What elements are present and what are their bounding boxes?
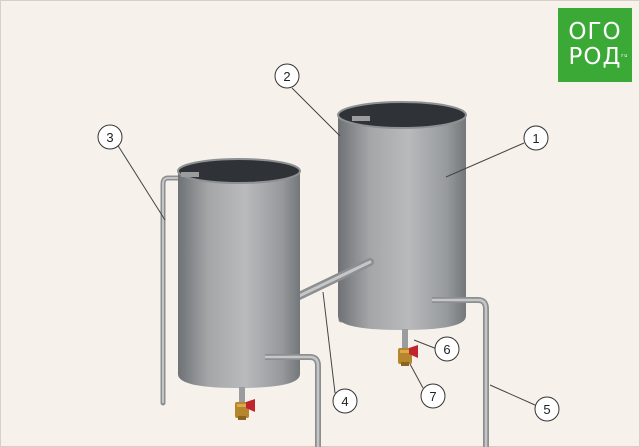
right-tank-drain-valve xyxy=(398,329,418,366)
logo-line-1: ОГО xyxy=(568,19,622,45)
left-tank xyxy=(177,158,301,388)
right-tank xyxy=(337,101,467,330)
logo-line-2-text: РОД xyxy=(568,44,622,70)
leader-lines xyxy=(116,87,536,406)
svg-text:1: 1 xyxy=(532,131,539,146)
left-tank-outlet-pipe xyxy=(265,354,321,447)
svg-text:3: 3 xyxy=(106,130,113,145)
svg-text:7: 7 xyxy=(429,389,436,404)
callout-4: 4 xyxy=(332,388,358,414)
logo-line-2: РОД ru xyxy=(568,44,628,70)
callout-7: 7 xyxy=(420,383,446,409)
svg-text:6: 6 xyxy=(443,342,450,357)
svg-text:4: 4 xyxy=(341,394,348,409)
callout-6: 6 xyxy=(434,336,460,362)
ogorod-logo: ОГО РОД ru xyxy=(558,8,632,82)
callout-1: 1 xyxy=(523,125,549,151)
logo-suffix: ru xyxy=(621,53,629,59)
connecting-pipe xyxy=(293,258,374,301)
callout-2: 2 xyxy=(274,63,300,89)
right-tank-outlet-pipe xyxy=(432,297,489,447)
left-tank-level-tube xyxy=(160,175,189,406)
left-tank-drain-valve xyxy=(235,387,255,420)
svg-text:2: 2 xyxy=(283,69,290,84)
callout-5: 5 xyxy=(534,396,560,422)
svg-text:5: 5 xyxy=(543,402,550,417)
callout-3: 3 xyxy=(97,124,123,150)
